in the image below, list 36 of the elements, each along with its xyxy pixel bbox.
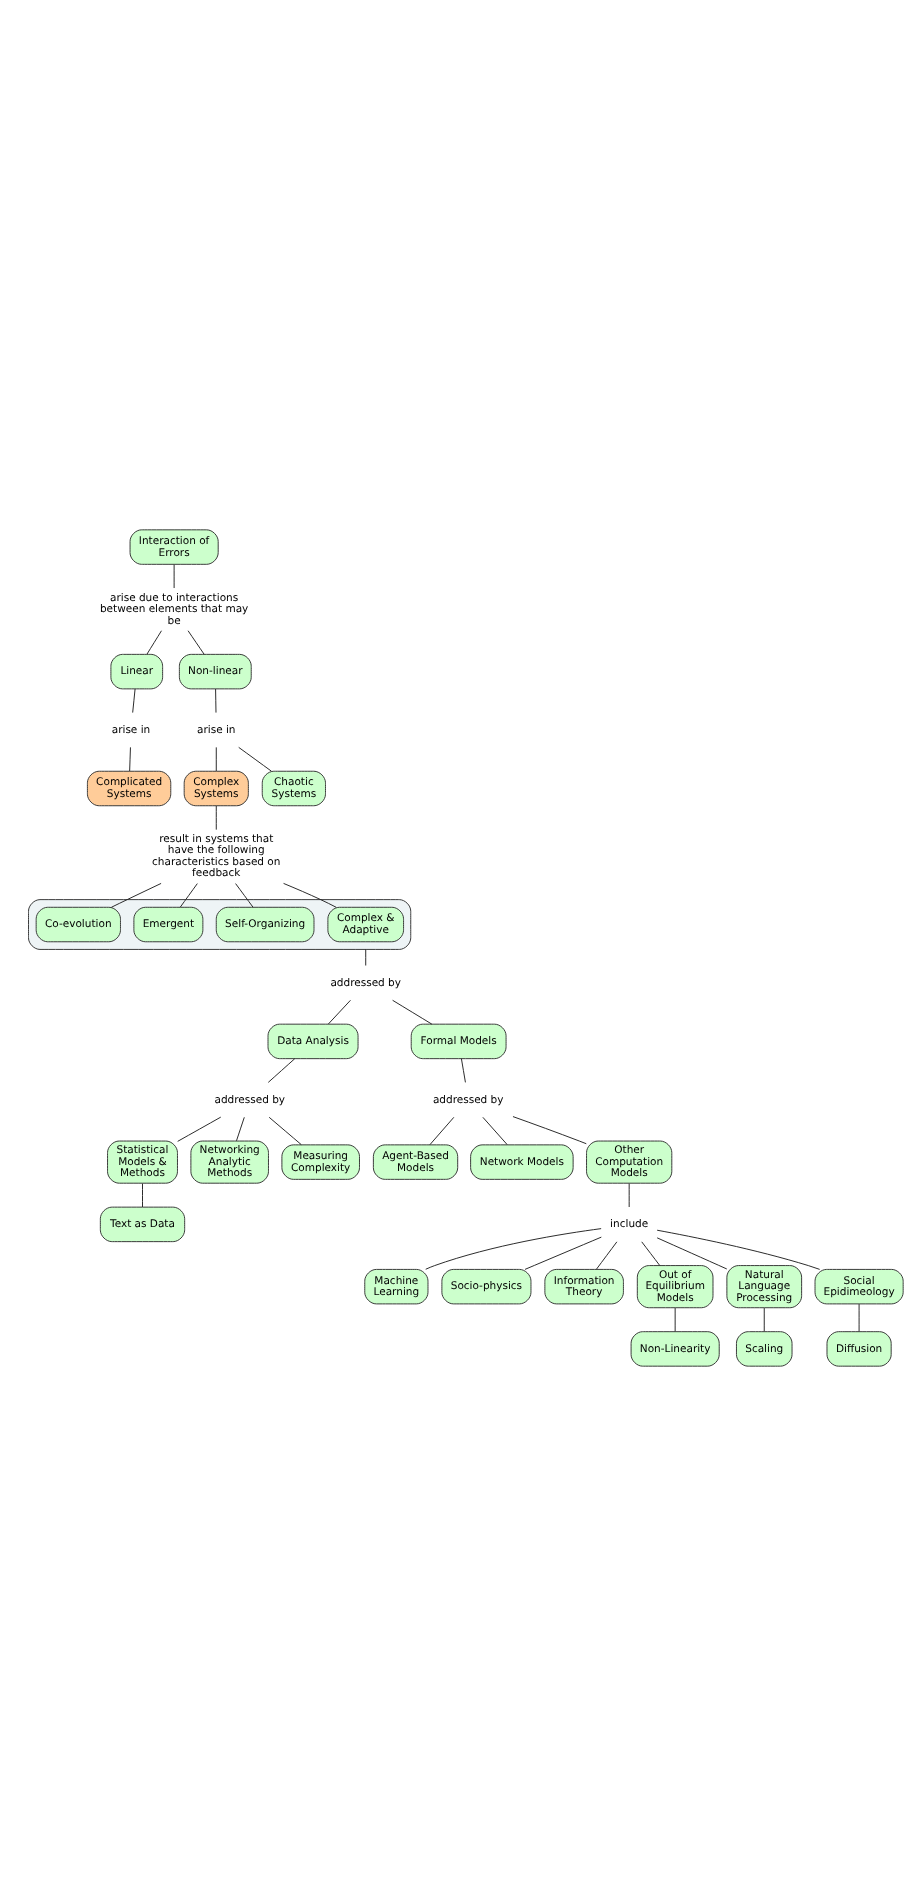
connector bbox=[365, 947, 367, 965]
connector bbox=[129, 745, 131, 771]
connector bbox=[177, 1115, 222, 1141]
connector bbox=[142, 1182, 143, 1207]
connector bbox=[267, 1057, 296, 1082]
connector bbox=[482, 1115, 508, 1145]
connector bbox=[327, 998, 351, 1024]
connector bbox=[187, 629, 205, 654]
connector bbox=[146, 629, 162, 654]
connector bbox=[179, 882, 198, 907]
connector bbox=[110, 881, 162, 907]
connector bbox=[460, 1057, 466, 1082]
connector bbox=[628, 1182, 630, 1207]
connector bbox=[512, 1115, 587, 1144]
connector bbox=[268, 1115, 302, 1145]
connector bbox=[215, 745, 217, 771]
connector bbox=[763, 1306, 765, 1332]
connector bbox=[858, 1302, 860, 1331]
connector bbox=[524, 1235, 602, 1269]
connector bbox=[238, 745, 272, 771]
connector bbox=[656, 1236, 728, 1269]
connector bbox=[674, 1306, 676, 1332]
connector bbox=[595, 1240, 618, 1269]
cluster bbox=[28, 898, 412, 949]
connector bbox=[236, 1115, 245, 1141]
connector bbox=[215, 687, 217, 713]
connector bbox=[215, 804, 217, 830]
connector bbox=[235, 882, 254, 907]
connector bbox=[425, 1227, 602, 1269]
connector bbox=[173, 563, 175, 588]
connector bbox=[656, 1228, 821, 1269]
connector bbox=[132, 687, 136, 713]
connector bbox=[429, 1115, 455, 1145]
connector bbox=[392, 998, 433, 1024]
connector bbox=[283, 881, 337, 907]
connector bbox=[641, 1240, 661, 1265]
